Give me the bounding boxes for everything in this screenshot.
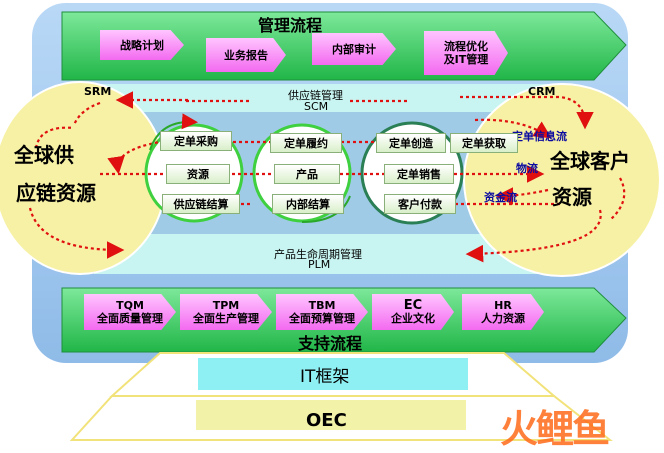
crm-circle [463,83,661,277]
module-label: 供应链结算 [173,198,229,211]
management-title: 管理流程 [258,16,323,35]
support-name: 企业文化 [391,312,435,325]
mgmt-item-report: 业务报告 [206,38,286,72]
srm-circle-line1: 全球供 [14,143,74,167]
module-product: 产品 [274,164,340,184]
it-framework-label: IT框架 [300,367,350,387]
flow-arrow-row1 [107,140,440,175]
support-abbr: TBM [308,299,336,312]
oec-label: OEC [306,410,347,431]
support-abbr: EC [403,298,423,313]
mgmt-item-label: 内部审计 [332,42,376,56]
module-order-sales: 定单销售 [384,164,454,184]
support-title: 支持流程 [298,334,363,353]
srm-circle-line2: 应链资源 [16,181,96,205]
mgmt-item-label: 业务报告 [224,48,268,62]
srm-label: SRM [84,85,112,98]
flow-logistics-label: 物流 [516,162,538,175]
mgmt-item-label: 流程优化 及IT管理 [443,40,489,66]
mgmt-item-optimize: 流程优化 及IT管理 [424,31,508,75]
cycle-arrow-left [149,113,198,151]
flow-arrow-bottom-right [465,209,602,263]
module-order-acquire: 定单获取 [450,133,518,153]
scm-title-en: SCM [304,100,329,113]
support-item-hr: HR 人力资源 [462,294,544,330]
crm-circle-line1: 全球客户 [550,149,630,173]
flow-arrow-crm-right [609,177,626,221]
module-internal-settlement: 内部结算 [272,194,344,214]
scm-title-cn: 供应链管理 [288,89,343,102]
module-supply-settlement: 供应链结算 [162,194,240,214]
flow-info-label: 定单信息流 [512,130,567,143]
flow-arrow-crm-out [495,187,549,205]
plm-title-cn: 产品生命周期管理 [274,248,362,261]
support-name: 人力资源 [481,312,525,325]
flow-arrow-crm-in [474,118,552,139]
support-abbr: HR [494,299,512,312]
module-label: 定单履约 [284,137,328,150]
module-label: 定单获取 [462,137,506,150]
module-customer-payment: 客户付款 [384,194,456,214]
flow-arrow-srm-top [72,101,101,126]
support-item-ec: EC 企业文化 [372,294,454,330]
watermark-logo: 火鲤鱼 [500,407,610,451]
mgmt-item-label: 战略计划 [120,38,164,52]
oec-bar [196,400,466,430]
crm-circle-line2: 资源 [552,185,592,209]
support-name: 全面质量管理 [97,312,163,325]
flow-arrow-srm-in [34,126,75,149]
support-abbr: TQM [116,299,144,312]
module-label: 定单采购 [174,135,218,148]
module-label: 客户付款 [398,198,442,211]
module-order-creation: 定单创造 [376,133,446,153]
flow-capital-label: 资金流 [484,191,517,204]
support-name: 全面生产管理 [193,312,259,325]
flow-arrow-top [186,95,585,125]
support-name: 全面预算管理 [289,312,355,325]
crm-label: CRM [528,85,556,98]
mgmt-item-audit: 内部审计 [312,33,396,65]
module-label: 定单创造 [389,137,433,150]
mgmt-item-strategy: 战略计划 [100,30,184,60]
module-label: 内部结算 [286,198,330,211]
module-label: 定单销售 [397,168,441,181]
support-item-tpm: TPM 全面生产管理 [180,294,272,330]
it-bar [198,358,468,390]
module-label: 产品 [296,168,318,181]
support-item-tbm: TBM 全面预算管理 [276,294,368,330]
cycle-arrow-middle [301,195,351,223]
support-abbr: TPM [212,299,240,312]
support-item-tqm: TQM 全面质量管理 [84,294,176,330]
module-order-fulfillment: 定单履约 [270,133,342,153]
plm-title-en: PLM [308,258,331,271]
flow-arrow-bottom-left [28,207,125,259]
module-resource: 资源 [166,164,230,184]
module-order-purchase: 定单采购 [160,131,232,151]
module-label: 资源 [187,168,209,181]
